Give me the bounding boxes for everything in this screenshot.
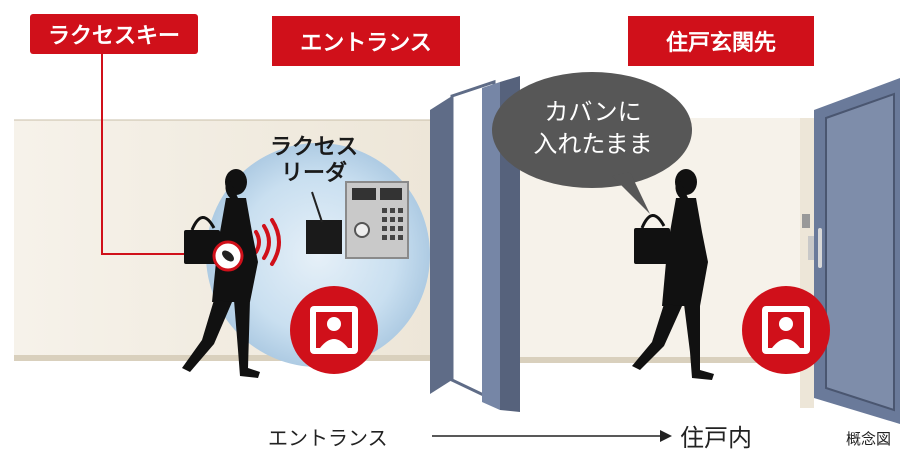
speech-bubble	[492, 72, 692, 214]
flow-to-label: 住戸内	[680, 424, 752, 452]
flow-from-label: エントランス	[268, 426, 388, 450]
key-fob-icon	[212, 240, 244, 272]
monitor-icon-left	[290, 286, 378, 374]
raku-key-label: ラクセスキー	[30, 14, 198, 54]
reader-label-line2: リーダ	[280, 160, 347, 186]
woman-silhouette-right	[632, 169, 714, 380]
reader-label: ラクセス リーダ	[264, 134, 364, 186]
speech-bubble-text: カバンに 入れたまま	[500, 96, 686, 160]
flow-arrow	[432, 430, 672, 442]
reader-label-line1: ラクセス	[269, 134, 358, 160]
concept-note: 概念図	[846, 430, 892, 448]
intercom-panel	[345, 181, 409, 259]
front-door	[802, 78, 900, 424]
entrance-label: エントランス	[272, 16, 460, 66]
front-door-label: 住戸玄関先	[628, 16, 814, 66]
bubble-line1: カバンに	[544, 98, 642, 126]
reader-device	[306, 220, 342, 254]
bubble-line2: 入れたまま	[533, 130, 653, 158]
reader-pointer-line	[311, 191, 323, 223]
signal-waves-icon	[254, 218, 281, 266]
monitor-icon-right	[742, 286, 830, 374]
